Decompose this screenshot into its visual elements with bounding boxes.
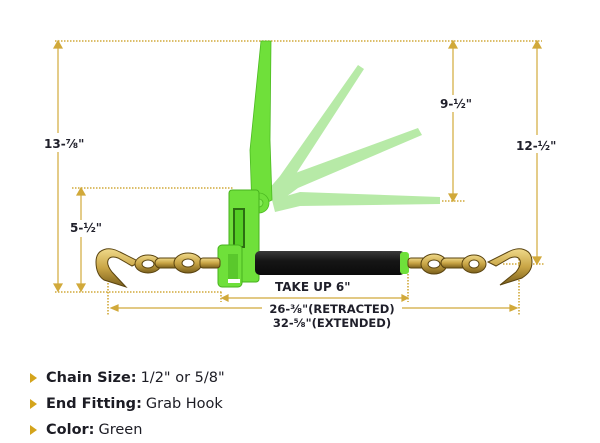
length-extended-label: 32-⅝"(EXTENDED) (272, 316, 392, 330)
length-retracted-label: 26-⅜"(RETRACTED) (262, 302, 402, 316)
triangle-bullet-icon (30, 399, 37, 409)
binder-illustration (52, 39, 545, 316)
triangle-bullet-icon (30, 373, 37, 383)
spec-key: Chain Size: (46, 370, 137, 386)
spec-color: Color: Green (30, 417, 225, 443)
ratchet-body (217, 189, 260, 288)
body-height-label: 5-½" (70, 221, 103, 235)
handle-sweep-label: 9-½" (440, 97, 473, 111)
overall-length-labels: 26-⅜"(RETRACTED) 32-⅝"(EXTENDED) (262, 302, 402, 330)
tube-end-cap (400, 252, 409, 274)
ratchet-binder-diagram: 13-⅞" 5-½" 9-½" 12-½" TAKE UP 6" 26-⅜"(R… (44, 39, 557, 330)
spec-key: Color: (46, 422, 95, 438)
overall-height-label: 13-⅞" (44, 137, 85, 151)
spec-value: Grab Hook (145, 396, 223, 412)
spec-value: Green (98, 422, 143, 438)
spec-key: End Fitting: (46, 396, 142, 412)
handle-swing-ghosts (268, 65, 440, 212)
spec-value: 1/2" or 5/8" (140, 370, 225, 386)
handle (248, 40, 273, 214)
dimension-guides (55, 40, 545, 316)
left-hook-chain (95, 248, 221, 289)
take-up-label: TAKE UP 6" (275, 280, 351, 294)
right-hook-chain (407, 248, 533, 286)
spec-chain-size: Chain Size: 1/2" or 5/8" (30, 365, 225, 391)
dimension-arrows (52, 39, 543, 312)
barrel-tube (255, 251, 405, 275)
right-height-label: 12-½" (516, 139, 557, 153)
triangle-bullet-icon (30, 425, 37, 435)
spec-list: Chain Size: 1/2" or 5/8" End Fitting: Gr… (30, 365, 225, 443)
spec-end-fitting: End Fitting: Grab Hook (30, 391, 225, 417)
